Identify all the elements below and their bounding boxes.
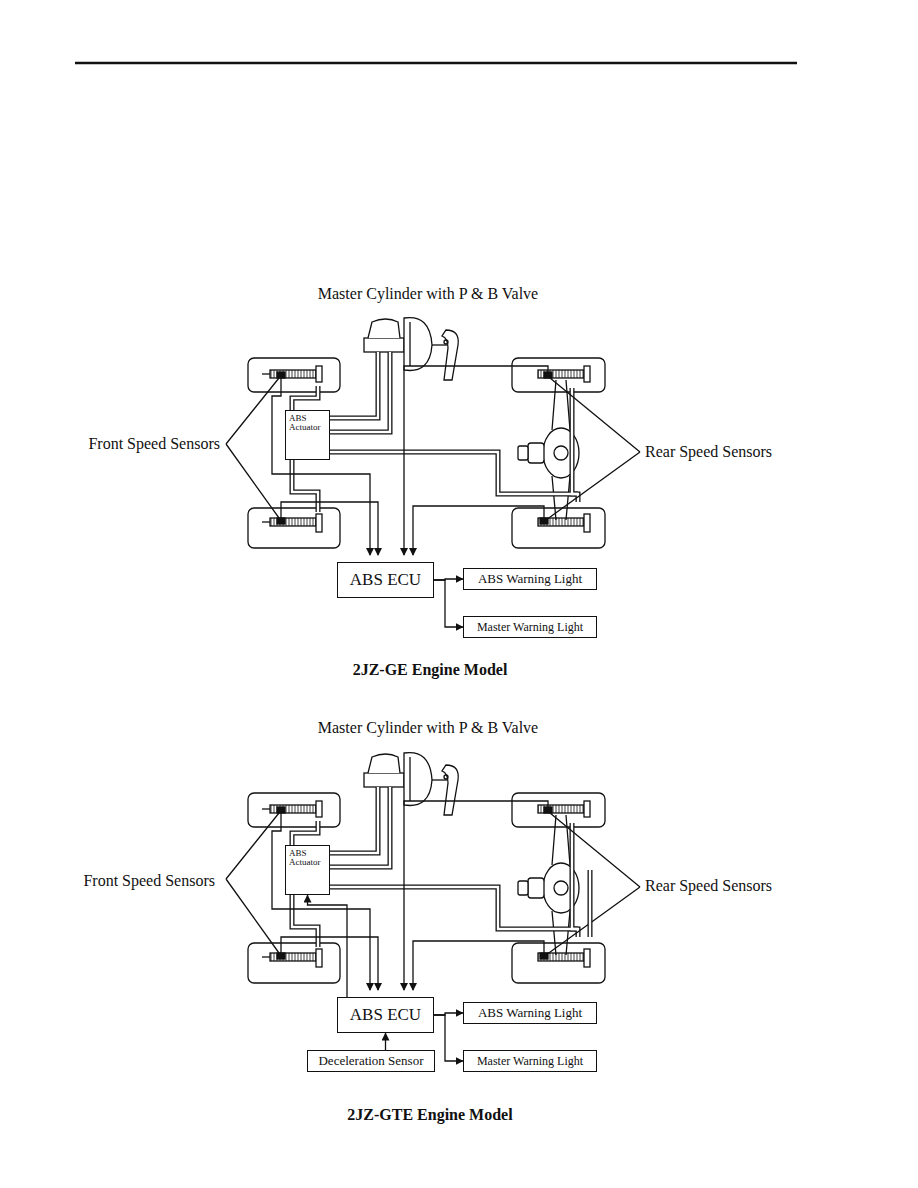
ecu-box: ABS ECU [337,562,434,598]
part-label: Master Cylinder with P & B Valve [278,285,578,303]
ecu-box: ABS ECU [337,997,434,1033]
part-label: Rear Speed Sensors [645,877,805,895]
box-text: Master Warning Light [477,1054,583,1069]
gte-chassis [226,753,640,990]
warning-light-box: Master Warning Light [463,1050,597,1072]
actuator-box: ABS Actuator [285,845,330,895]
box-text: Master Warning Light [477,620,583,635]
warning-light-box: ABS Warning Light [463,1002,597,1024]
warning-light-box: ABS Warning Light [463,568,597,590]
model-caption: 2JZ-GTE Engine Model [280,1106,580,1124]
box-text: ABS Warning Light [478,1005,582,1021]
box-text: ABS ECU [350,1005,421,1025]
signal-connector [308,895,348,997]
part-label: Master Cylinder with P & B Valve [278,719,578,737]
box-text: Deceleration Sensor [318,1053,423,1069]
ge-chassis [226,318,640,555]
warning-light-box: Master Warning Light [463,616,597,638]
box-text: ABS Warning Light [478,571,582,587]
signal-connector [434,580,463,627]
box-text: ABS ECU [350,570,421,590]
part-label: Front Speed Sensors [25,872,215,890]
sensor-box: Deceleration Sensor [307,1050,435,1072]
part-label: Front Speed Sensors [30,435,220,453]
model-caption: 2JZ-GE Engine Model [280,661,580,679]
part-label: Rear Speed Sensors [645,443,805,461]
box-text: ABS Actuator [289,849,326,868]
signal-connector [434,1015,463,1061]
box-text: ABS Actuator [289,414,326,433]
signal-connector [385,1033,386,1050]
actuator-box: ABS Actuator [285,410,330,460]
